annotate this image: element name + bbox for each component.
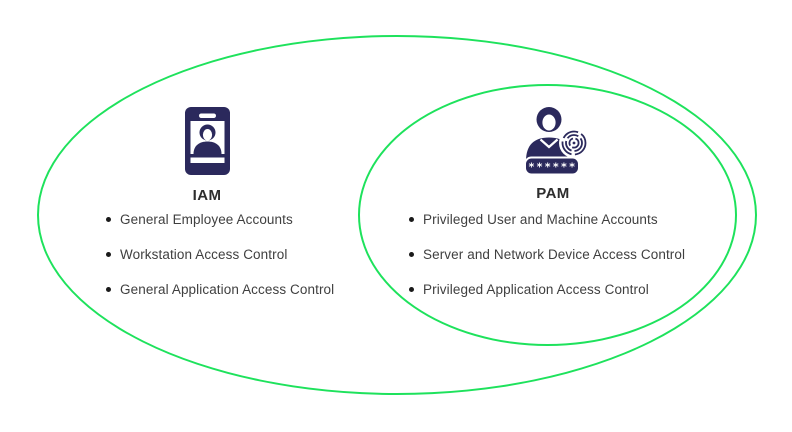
pam-list-item: Privileged Application Access Control [409, 280, 685, 298]
iam-list-item-text: Workstation Access Control [120, 246, 288, 262]
iam-list-item: General Employee Accounts [106, 210, 334, 228]
iam-group: IAM [147, 107, 267, 204]
bullet-dot [106, 251, 111, 257]
pam-list-item: Server and Network Device Access Control [409, 245, 685, 263]
pam-list: Privileged User and Machine Accounts Ser… [409, 210, 685, 315]
iam-list: General Employee Accounts Workstation Ac… [106, 210, 334, 315]
iam-list-item-text: General Application Access Control [120, 281, 335, 297]
password-mask-text: ****** [528, 161, 577, 174]
pam-list-item-text: Server and Network Device Access Control [423, 246, 686, 262]
iam-label: IAM [192, 187, 222, 204]
iam-scope-ellipse [37, 35, 757, 395]
pam-scope-ellipse [358, 84, 737, 346]
bullet-dot [106, 286, 111, 292]
iam-list-item: Workstation Access Control [106, 245, 334, 263]
bullet-dot [106, 216, 111, 222]
pam-list-item-text: Privileged Application Access Control [423, 281, 649, 297]
bullet-dot [409, 251, 414, 257]
bullet-dot [409, 286, 414, 292]
pam-group: ****** PAM [493, 103, 613, 202]
pam-list-item-text: Privileged User and Machine Accounts [423, 211, 658, 227]
pam-list-item: Privileged User and Machine Accounts [409, 210, 685, 228]
pam-label: PAM [536, 185, 570, 202]
id-badge-icon [184, 107, 230, 175]
iam-list-item-text: General Employee Accounts [120, 211, 293, 227]
privileged-user-fingerprint-icon: ****** [514, 103, 592, 177]
iam-list-item: General Application Access Control [106, 280, 334, 298]
bullet-dot [409, 216, 414, 222]
